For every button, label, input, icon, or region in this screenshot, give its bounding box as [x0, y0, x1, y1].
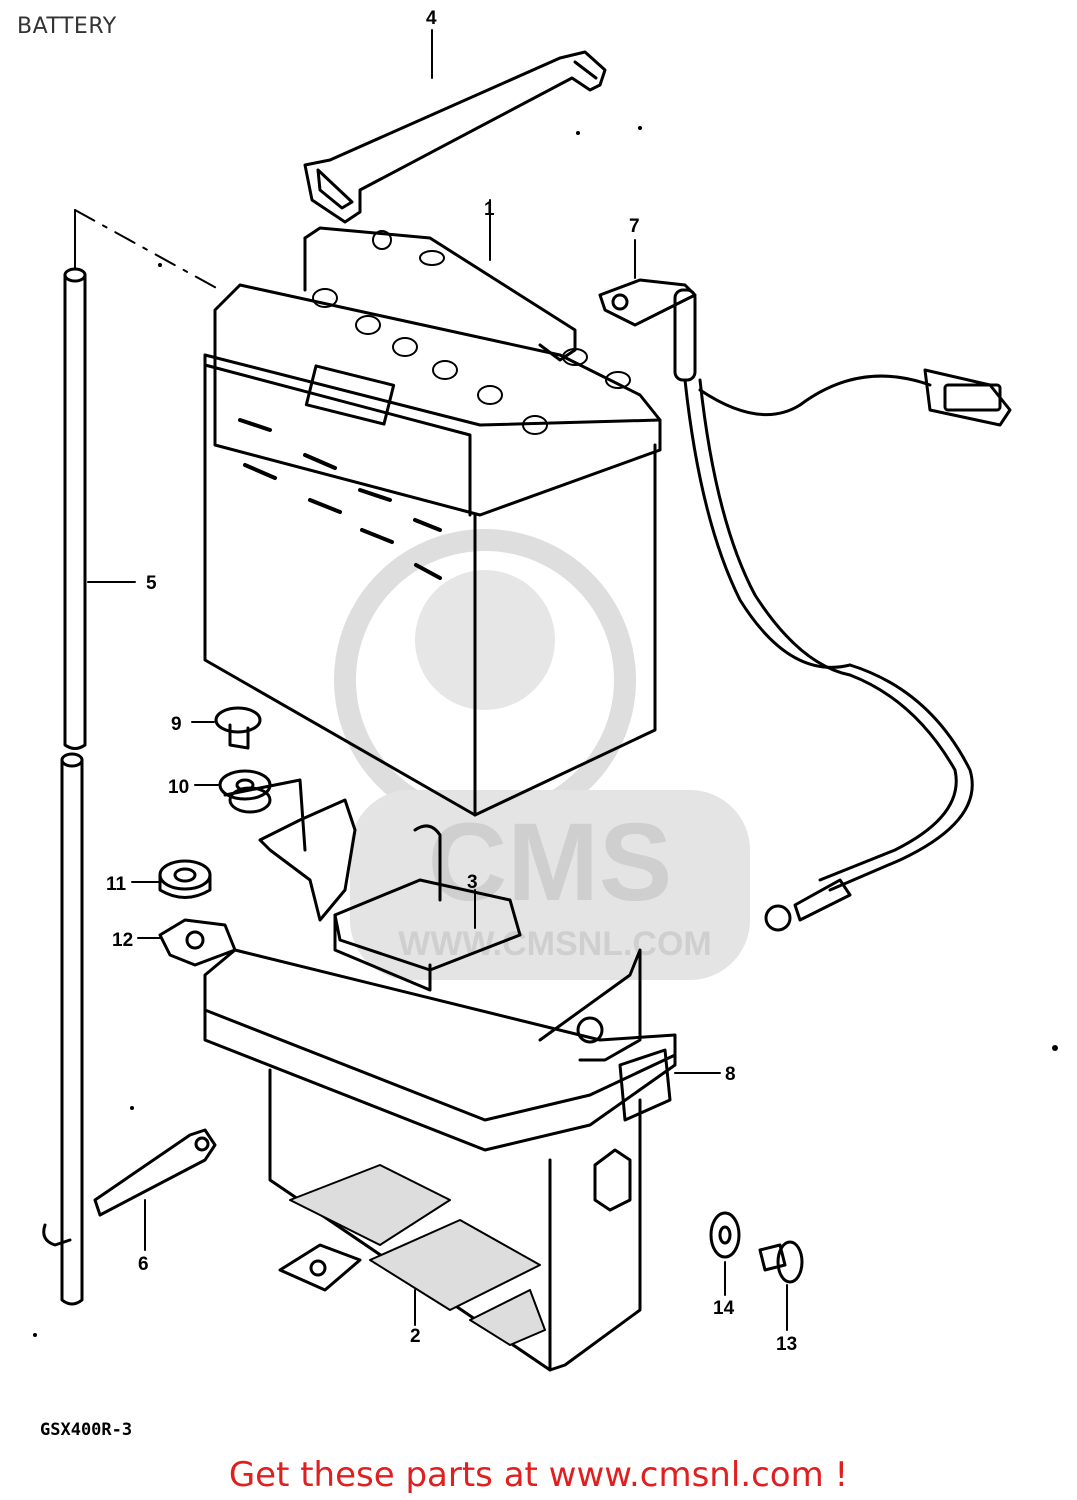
bolt — [758, 1240, 804, 1331]
callout-13: 13 — [776, 1334, 797, 1355]
watermark-url: WWW.CMSNL.COM — [398, 925, 712, 963]
callout-3: 3 — [467, 872, 478, 893]
battery-holder — [223, 778, 642, 1212]
case-band — [618, 1048, 721, 1122]
battery — [203, 199, 662, 817]
nut — [137, 918, 237, 967]
breather-hose — [60, 209, 221, 1306]
callout-labels: 1 2 3 4 5 6 7 8 9 10 11 12 13 14 — [106, 8, 797, 1355]
callout-14: 14 — [713, 1298, 735, 1319]
callout-5: 5 — [146, 573, 157, 594]
clamp — [42, 1128, 217, 1251]
battery-band — [303, 29, 607, 224]
cushion — [131, 859, 212, 899]
callout-2: 2 — [410, 1326, 421, 1347]
callout-7: 7 — [629, 216, 640, 237]
callout-4: 4 — [426, 8, 437, 29]
callout-10: 10 — [168, 777, 189, 798]
battery-case — [203, 948, 677, 1372]
callout-12: 12 — [112, 930, 133, 951]
watermark-text: CMS — [428, 801, 672, 924]
model-code: GSX400R-3 — [40, 1420, 133, 1440]
print-specks — [33, 126, 1058, 1337]
callout-8: 8 — [725, 1064, 736, 1085]
lead-wire — [598, 239, 1012, 932]
screw — [191, 706, 262, 750]
callout-11: 11 — [106, 874, 127, 895]
promo-link[interactable]: Get these parts at www.cmsnl.com ! — [228, 1455, 849, 1495]
callout-1: 1 — [484, 199, 495, 220]
watermark: CMS WWW.CMSNL.COM — [334, 529, 750, 980]
callout-6: 6 — [138, 1254, 149, 1275]
callout-9: 9 — [171, 714, 182, 735]
washer-14 — [709, 1211, 741, 1296]
page-title: BATTERY — [17, 14, 117, 39]
